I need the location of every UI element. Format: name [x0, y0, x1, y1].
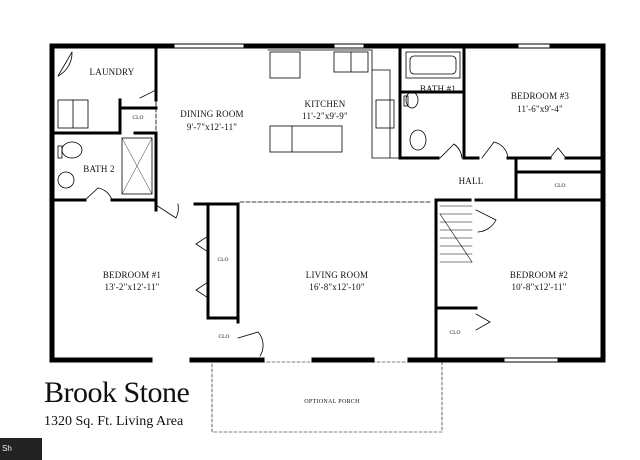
doors — [57, 51, 567, 357]
hall-label: HALL — [458, 176, 484, 186]
bath-1-label: BATH #1 — [419, 84, 457, 94]
plan-subtitle: 1320 Sq. Ft. Living Area — [44, 414, 184, 429]
bedroom-3-dimensions: 11'-6"x9'-4" — [517, 104, 563, 114]
living-room-label: LIVING ROOM — [305, 270, 369, 280]
plan-title: Brook Stone — [44, 376, 190, 409]
closet-label: CLO — [218, 334, 230, 340]
bedroom-2-label: BEDROOM #2 — [509, 270, 569, 280]
windows — [49, 43, 561, 363]
living-room-dimensions: 16'-8"x12'-10" — [309, 282, 365, 292]
closet-label: CLO — [132, 115, 144, 121]
watermark-logo: Sh — [0, 438, 42, 460]
closet-label: CLO — [217, 257, 229, 263]
open-spans — [155, 59, 433, 203]
optional-porch-outline — [211, 361, 443, 433]
closet-label: CLO — [449, 330, 461, 336]
bedroom-2-dimensions: 10'-8"x12'-11" — [511, 282, 567, 292]
stairs — [439, 205, 473, 263]
bath-2-label: BATH 2 — [83, 164, 115, 174]
bedroom-1-dimensions: 13'-2"x12'-11" — [104, 282, 160, 292]
optional-porch-label: OPTIONAL PORCH — [304, 399, 360, 405]
bedroom-1-label: BEDROOM #1 — [102, 270, 162, 280]
dining-room-dimensions: 9'-7"x12'-11" — [186, 122, 238, 132]
kitchen-fixtures — [267, 49, 401, 159]
kitchen-dimensions: 11'-2"x9'-9" — [302, 111, 348, 121]
bath-fixtures — [57, 51, 461, 195]
closet-label: CLO — [554, 183, 566, 189]
laundry-label: LAUNDRY — [89, 67, 135, 77]
kitchen-label: KITCHEN — [304, 99, 346, 109]
dining-room-label: DINING ROOM — [180, 109, 244, 119]
bedroom-3-label: BEDROOM #3 — [510, 91, 570, 101]
exterior-walls — [49, 43, 606, 363]
laundry-appliances — [57, 99, 89, 129]
